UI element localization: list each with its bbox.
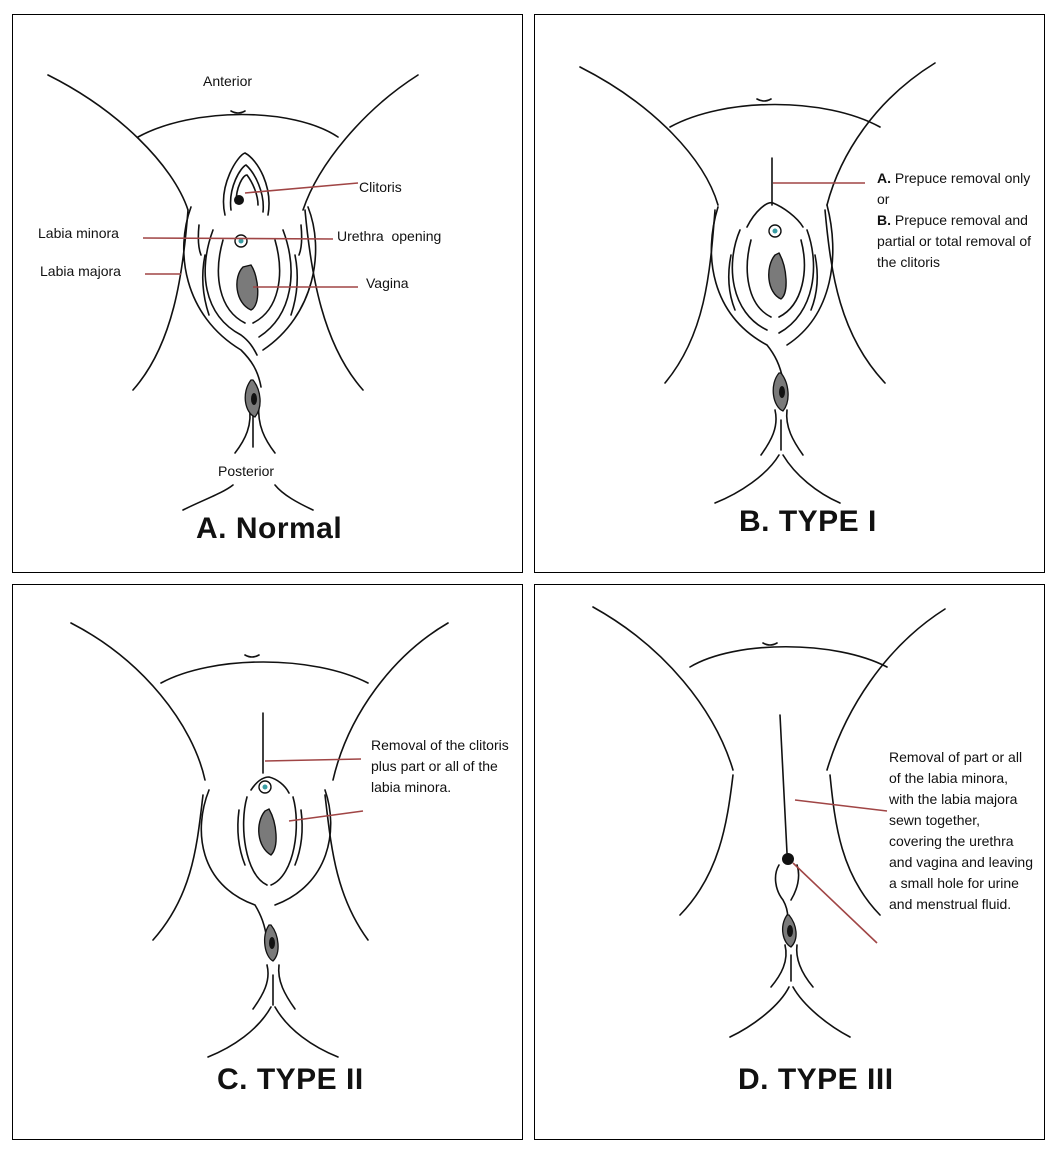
option-a-text: Prepuce removal only or bbox=[877, 170, 1031, 207]
label-clitoris: Clitoris bbox=[359, 179, 402, 195]
panel-a-illustration bbox=[47, 74, 419, 511]
panel-c-description: Removal of the clitoris plus part or all… bbox=[371, 737, 509, 795]
label-labia-minora: Labia minora bbox=[38, 225, 119, 241]
label-vagina: Vagina bbox=[366, 275, 409, 291]
panel-d-description: Removal of part or all of the labia mino… bbox=[889, 749, 1034, 912]
panel-a-normal: Anterior Clitoris Labia minora Urethra o… bbox=[12, 14, 523, 573]
panel-b-illustration bbox=[579, 62, 936, 504]
panel-c-title: C. TYPE II bbox=[217, 1063, 364, 1096]
panel-a-title: A. Normal bbox=[196, 512, 343, 545]
panel-b-description: A. Prepuce removal only or B. Prepuce re… bbox=[877, 168, 1037, 273]
label-anterior: Anterior bbox=[203, 73, 253, 89]
option-b-text: Prepuce removal and partial or total rem… bbox=[877, 212, 1032, 270]
option-a-prefix: A. bbox=[877, 170, 891, 186]
panel-d-illustration bbox=[592, 606, 946, 1038]
option-b-prefix: B. bbox=[877, 212, 891, 228]
panel-d-type-iii: Removal of part or all of the labia mino… bbox=[534, 584, 1045, 1140]
panel-d-title: D. TYPE III bbox=[738, 1063, 894, 1096]
label-urethra-opening: Urethra opening bbox=[337, 228, 442, 244]
label-posterior: Posterior bbox=[218, 463, 275, 479]
panel-b-title: B. TYPE I bbox=[739, 505, 877, 538]
panel-b-type-i: A. Prepuce removal only or B. Prepuce re… bbox=[534, 14, 1045, 573]
label-labia-majora: Labia majora bbox=[40, 263, 121, 279]
panel-c-illustration bbox=[70, 622, 449, 1058]
panel-c-type-ii: Removal of the clitoris plus part or all… bbox=[12, 584, 523, 1140]
